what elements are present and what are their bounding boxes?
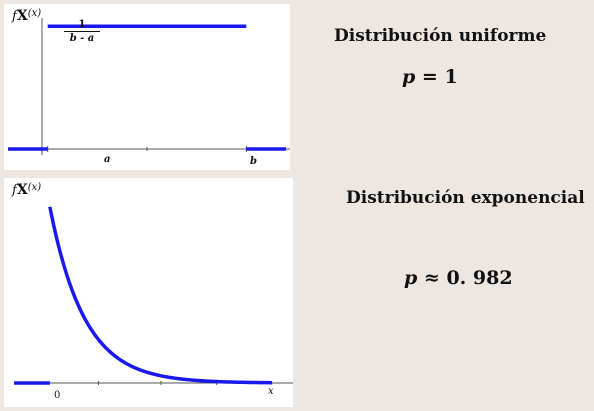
tick-label-x: x <box>268 386 274 397</box>
exponential-density-chart <box>14 206 293 385</box>
uniform-title: Distribución uniforme <box>334 26 547 46</box>
uniform-density-plot: fX(x) 1 b - a a b <box>4 4 290 170</box>
tick-label-a: a <box>104 154 111 165</box>
exp-density-curve <box>48 206 273 385</box>
uniform-density-chart <box>7 18 290 155</box>
uniform-probability: p = 1 <box>402 66 458 88</box>
tick-label-zero: 0 <box>54 390 61 401</box>
uniform-y-axis-label: fX(x) <box>12 8 42 24</box>
exponential-probability: p ≈ 0. 982 <box>404 267 513 289</box>
tick-label-b: b <box>250 156 257 167</box>
density-height-label: 1 b - a <box>64 18 100 45</box>
exponential-title: Distribución exponencial <box>346 188 585 208</box>
exp-y-axis-label: fX(x) <box>12 182 42 198</box>
exponential-density-plot: fX(x) 0 x <box>4 178 293 407</box>
